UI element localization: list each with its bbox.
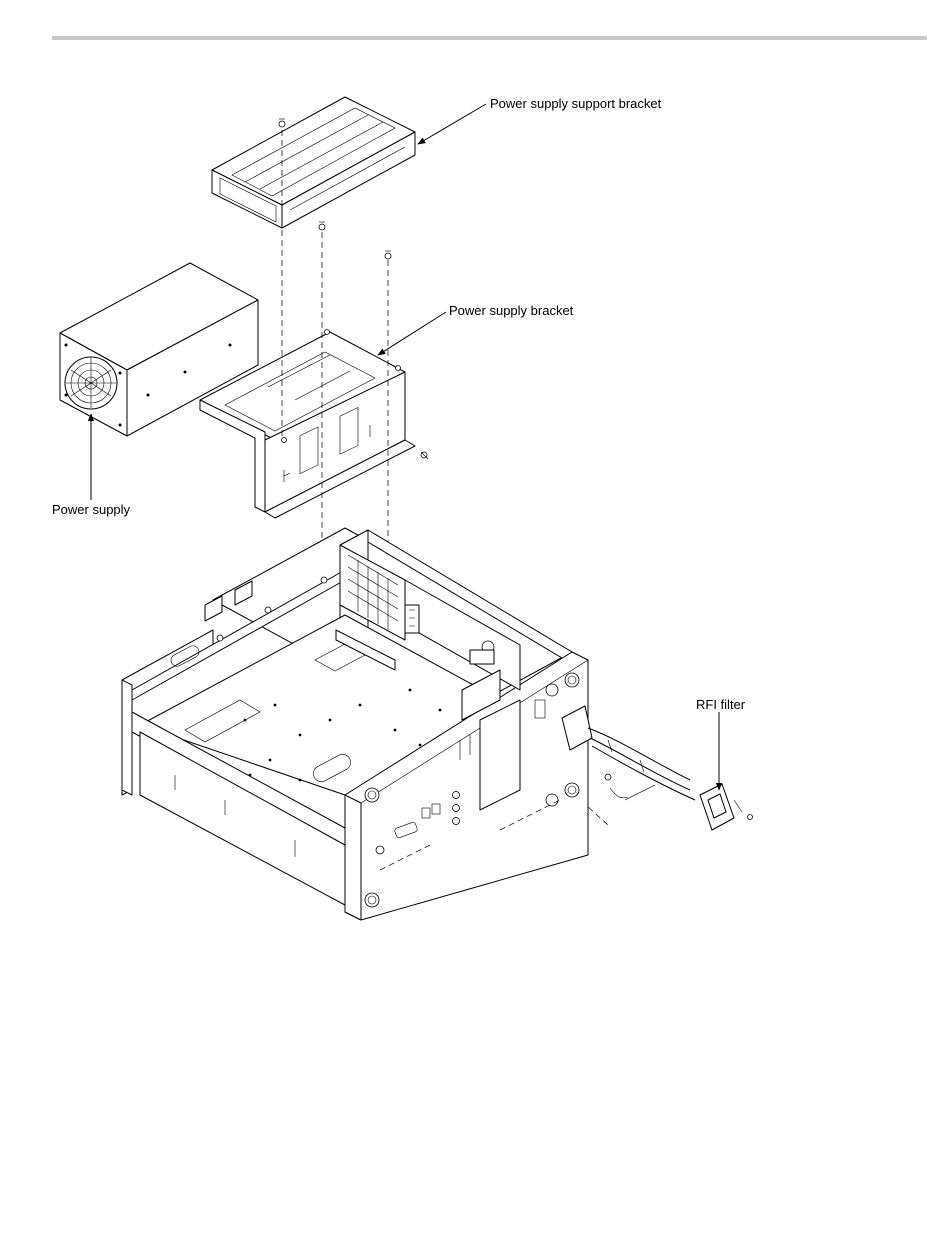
callout-support-bracket: Power supply support bracket (490, 96, 662, 111)
screw-icon (319, 222, 325, 230)
rfi-filter (562, 706, 753, 830)
screw-icon (748, 815, 753, 820)
chassis (122, 528, 588, 920)
callout-power-supply: Power supply (52, 502, 131, 517)
callout-bracket: Power supply bracket (449, 303, 574, 318)
screw-icon (385, 251, 391, 259)
screw-icon (605, 774, 611, 780)
callout-rfi-filter: RFI filter (696, 697, 746, 712)
screw-icon (421, 452, 428, 459)
power-supply-support-bracket (212, 97, 415, 228)
